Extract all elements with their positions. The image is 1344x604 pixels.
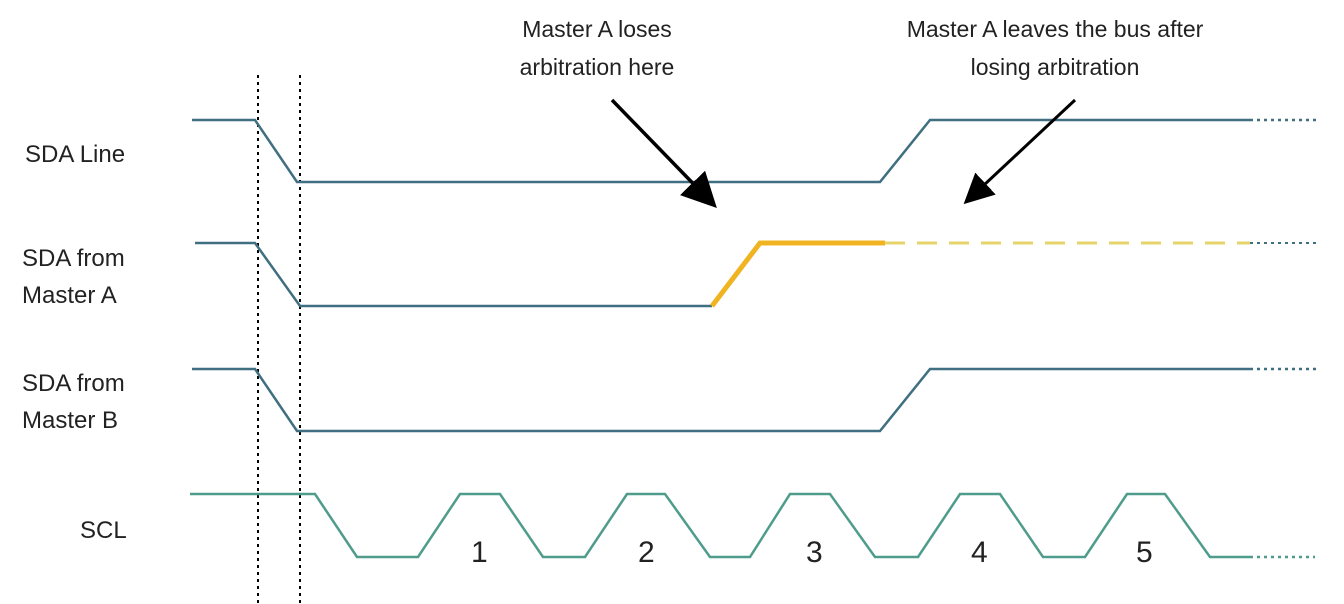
label-master-a-line1: SDA from (22, 245, 125, 272)
clock-pulse-4: 4 (971, 536, 988, 569)
annotation-loses-line2: arbitration here (519, 54, 675, 80)
label-sda-line: SDA Line (25, 141, 126, 168)
master-a-lost-segment (710, 240, 885, 308)
sda-line-waveform (192, 118, 1250, 184)
clock-pulse-5: 5 (1136, 536, 1153, 569)
clock-pulse-2: 2 (638, 536, 655, 569)
label-master-b: SDA from Master B (22, 365, 125, 439)
annotation-loses-arbitration: Master A loses arbitration here (447, 10, 747, 86)
annotation-leaves-line1: Master A leaves the bus after (906, 16, 1204, 42)
label-master-a-line2: Master A (22, 282, 117, 309)
scl-waveform (190, 492, 1250, 559)
master-a-waveform (195, 241, 712, 308)
label-master-b-line2: Master B (22, 407, 119, 434)
label-master-b-line1: SDA from (22, 370, 125, 397)
arrow-leaves (963, 98, 1077, 205)
arrow-loses (610, 98, 717, 209)
annotation-loses-line1: Master A loses (522, 16, 672, 42)
annotation-leaves-bus: Master A leaves the bus after losing arb… (855, 10, 1255, 86)
label-scl: SCL (80, 517, 127, 544)
clock-pulse-1: 1 (471, 536, 488, 569)
clock-pulse-3: 3 (806, 536, 823, 569)
annotation-leaves-line2: losing arbitration (970, 54, 1140, 80)
master-b-waveform (192, 367, 1250, 433)
label-master-a: SDA from Master A (22, 240, 125, 314)
